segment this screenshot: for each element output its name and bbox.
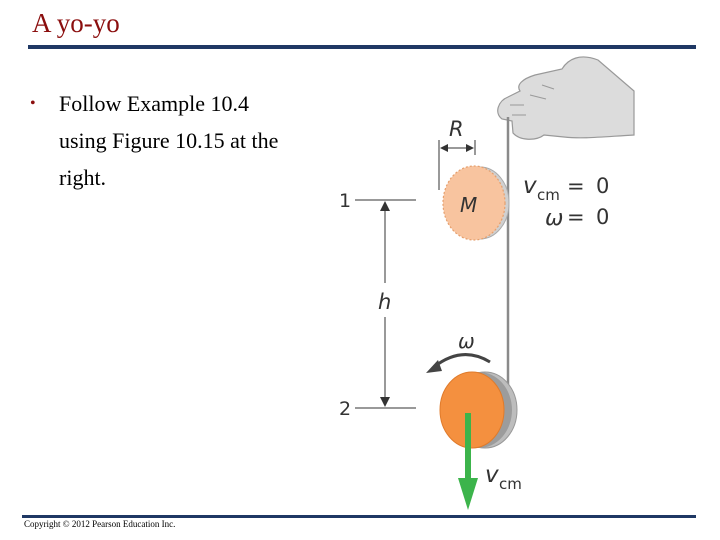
- vcm-label: v: [485, 462, 499, 488]
- height-label: h: [378, 290, 391, 314]
- hand-icon: [497, 56, 635, 140]
- radius-label: R: [449, 117, 464, 141]
- level-1-label: 1: [339, 190, 351, 212]
- vcm-sub: cm: [499, 475, 522, 493]
- eq-omega-label: ω: [545, 206, 563, 231]
- eq-v-sub: cm: [537, 186, 560, 204]
- copyright-notice: Copyright © 2012 Pearson Education Inc.: [24, 519, 176, 529]
- omega-label: ω: [458, 329, 475, 353]
- bottom-rule: [22, 515, 696, 518]
- bullet-dot-icon: •: [30, 95, 36, 112]
- bullet-item: • Follow Example 10.4 using Figure 10.15…: [30, 85, 280, 196]
- eq-omega-value: 0: [596, 205, 609, 229]
- level-2-label: 2: [339, 398, 351, 420]
- yoyo-bottom: [439, 371, 518, 449]
- mass-label: M: [460, 193, 477, 217]
- radius-dimension: [438, 140, 476, 190]
- eq-omega-equals: =: [567, 205, 585, 229]
- title-rule: [28, 45, 696, 49]
- yoyo-top: [442, 165, 510, 241]
- bullet-text: Follow Example 10.4 using Figure 10.15 a…: [59, 91, 279, 190]
- eq-v-value: 0: [596, 174, 609, 198]
- height-dimension: [355, 199, 416, 409]
- eq-v-label: v: [523, 173, 537, 199]
- velocity-arrow: [458, 413, 478, 510]
- yoyo-figure: R M v cm = 0 ω = 0 1 2 h ω v cm: [339, 56, 635, 510]
- slide-title: A yo-yo: [32, 8, 120, 38]
- rotation-arrow: [426, 353, 491, 373]
- eq-v-equals: =: [567, 174, 585, 198]
